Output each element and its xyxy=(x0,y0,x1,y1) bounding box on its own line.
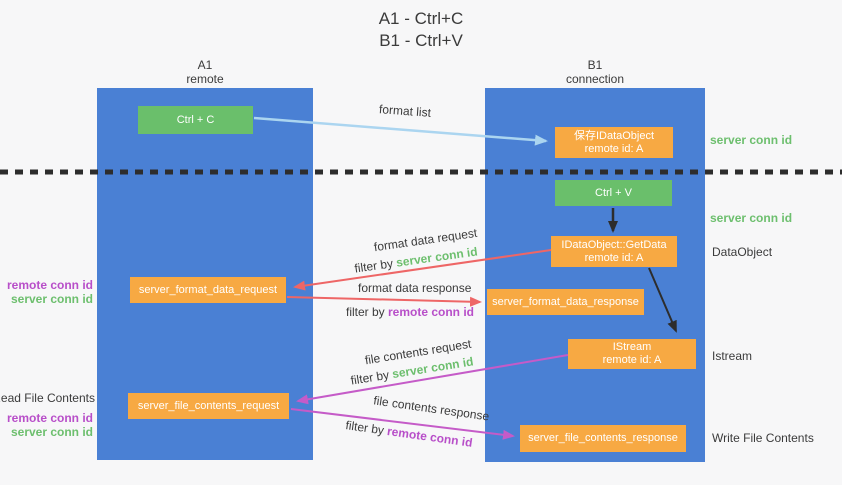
file-contents-response-filter-label: filter by remote conn id xyxy=(345,418,474,450)
lane-a1-name: A1 xyxy=(197,58,213,72)
getdata-node: IDataObject::GetData remote id: A xyxy=(551,236,677,267)
server-conn-id-top-label: server conn id xyxy=(710,133,793,147)
lane-b1-header: B1 connection xyxy=(485,58,705,86)
ctrl-v-label: Ctrl + V xyxy=(595,186,632,199)
getdata-line2: remote id: A xyxy=(584,251,644,264)
server-file-contents-response-node: server_file_contents_response xyxy=(520,425,686,452)
istream-node: IStream remote id: A xyxy=(568,339,696,369)
remote-conn-id-key: remote conn id xyxy=(386,424,474,450)
save-idataobject-line1: 保存IDataObject xyxy=(573,129,655,142)
title-line-1: A1 - Ctrl+C xyxy=(378,9,464,28)
lane-a1-header: A1 remote xyxy=(97,58,313,86)
server-file-contents-response-label: server_file_contents_response xyxy=(528,432,678,444)
server-format-data-request-label: server_format_data_request xyxy=(138,283,278,296)
server-format-data-response-label: server_format_data_response xyxy=(492,295,639,308)
write-file-contents-label: Write File Contents xyxy=(712,431,814,445)
ctrl-v-node: Ctrl + V xyxy=(555,180,672,206)
format-data-response-filter-label: filter by remote conn id xyxy=(340,305,480,319)
lane-b1-subtitle: connection xyxy=(565,72,625,86)
save-idataobject-line2: remote id: A xyxy=(584,142,644,155)
read-file-contents-label: Read File Contents xyxy=(0,391,95,405)
title-line-2: B1 - Ctrl+V xyxy=(379,31,463,50)
server-conn-id-label: server conn id xyxy=(10,425,93,439)
format-request-conn-ids: remote conn id server conn id xyxy=(7,278,93,306)
server-conn-id-mid-label: server conn id xyxy=(710,211,793,225)
istream-side-label: Istream xyxy=(712,349,753,363)
remote-conn-id-label: remote conn id xyxy=(6,278,93,292)
istream-line2: remote id: A xyxy=(602,354,662,366)
ctrl-c-node: Ctrl + C xyxy=(138,106,253,134)
getdata-line1: IDataObject::GetData xyxy=(561,238,667,251)
file-request-conn-ids: remote conn id server conn id xyxy=(7,411,93,439)
file-contents-response-label: file contents response xyxy=(372,393,491,424)
dataobject-label: DataObject xyxy=(712,245,773,259)
diagram-title: A1 - Ctrl+C B1 - Ctrl+V xyxy=(0,8,842,52)
server-file-contents-request-label: server_file_contents_request xyxy=(137,399,280,412)
filter-by-text: filter by xyxy=(349,367,394,388)
remote-conn-id-label: remote conn id xyxy=(6,411,93,425)
ctrl-c-label: Ctrl + C xyxy=(176,113,215,126)
format-data-response-arrow xyxy=(286,296,482,307)
server-format-data-request-node: server_format_data_request xyxy=(130,277,286,303)
server-format-data-response-node: server_format_data_response xyxy=(487,289,644,315)
filter-by-text: filter by xyxy=(345,305,388,319)
save-idataobject-node: 保存IDataObject remote id: A xyxy=(555,127,673,158)
lane-b1-name: B1 xyxy=(587,58,603,72)
lane-a1-subtitle: remote xyxy=(186,72,224,86)
server-conn-id-label: server conn id xyxy=(10,292,93,306)
filter-by-text: filter by xyxy=(344,418,389,438)
istream-line1: IStream xyxy=(612,341,652,353)
format-list-label: format list xyxy=(378,102,432,120)
server-file-contents-request-node: server_file_contents_request xyxy=(128,393,289,419)
filter-by-text: filter by xyxy=(353,255,398,276)
remote-conn-id-key: remote conn id xyxy=(388,305,475,319)
format-data-response-label: format data response xyxy=(358,281,472,295)
